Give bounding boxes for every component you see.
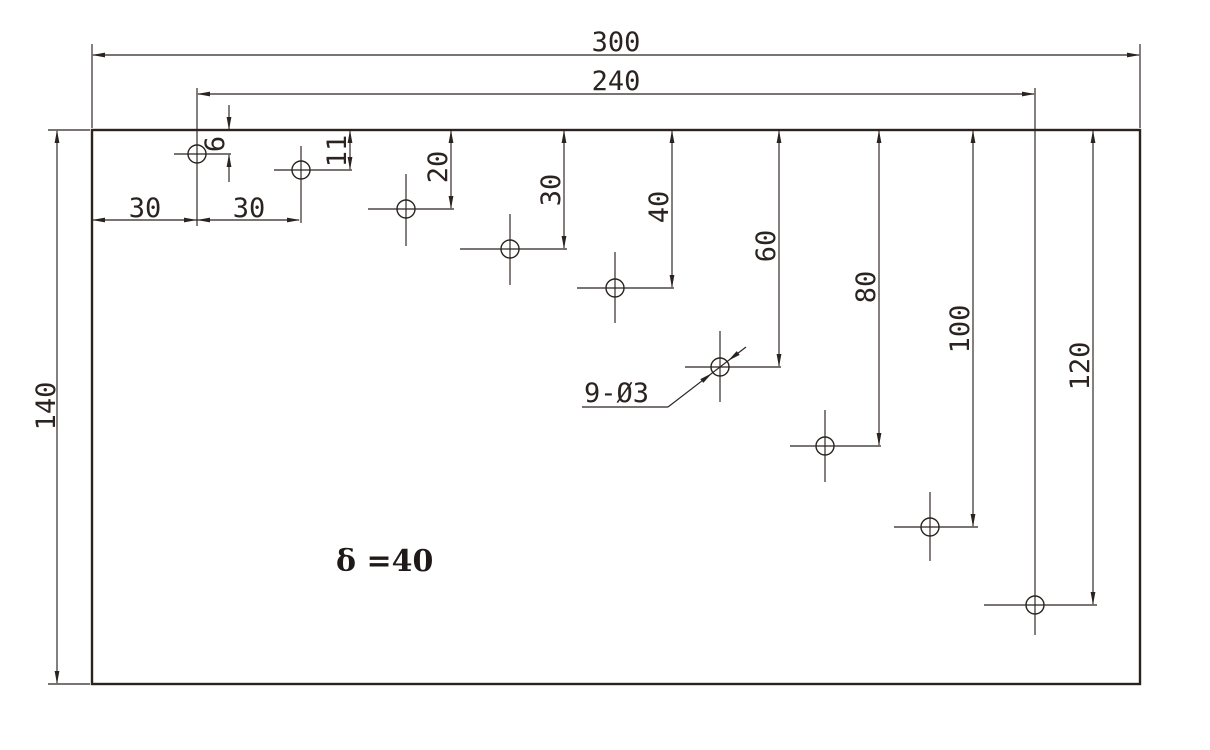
plate-outline: [90, 128, 1142, 686]
extension-lines: [48, 44, 1141, 685]
dim-30a-label: 30: [129, 193, 162, 224]
hole-1-circle: [187, 144, 207, 164]
dim-11-arrow-bottom: [347, 157, 353, 170]
dim-30a-arrow-right: [184, 217, 197, 223]
dim-240: 240: [197, 66, 1035, 97]
dim-30v-arrow-top: [561, 130, 567, 143]
hole-8-circle: [920, 517, 940, 537]
dim-depth-20: 20: [423, 130, 454, 209]
dim-60-arrow-bottom: [776, 354, 782, 367]
dim-80-label: 80: [851, 271, 882, 304]
dim-240-label: 240: [592, 66, 641, 97]
dim-11-label: 11: [322, 135, 353, 168]
hole-3-circle: [396, 199, 416, 219]
dim-140: 140: [31, 130, 62, 684]
dim-40-arrow-bottom: [669, 275, 675, 288]
dim-80-arrow-top: [876, 130, 882, 143]
dim-depth-60: 60: [751, 130, 782, 367]
dim-300-arrow-left: [92, 52, 105, 58]
dim-240-arrow-left: [197, 91, 210, 97]
dim-300-arrow-right: [1127, 52, 1140, 58]
dim-30b-label: 30: [233, 193, 266, 224]
hole-note-label: 9-Ø3: [584, 378, 649, 409]
dim-40-label: 40: [644, 191, 675, 224]
hole-9-circle: [1025, 595, 1045, 615]
hole-5-circle: [605, 278, 625, 298]
dim-30v-arrow-bottom: [561, 236, 567, 249]
dim-depth-40: 40: [644, 130, 675, 288]
dim-depth-6: 6: [200, 105, 232, 182]
dim-60-arrow-top: [776, 130, 782, 143]
leader-arrow-upper: [727, 351, 740, 361]
dim-30a-arrow-left: [92, 217, 105, 223]
dim-depth-120: 120: [1065, 130, 1096, 605]
dim-depth-30: 30: [536, 130, 567, 249]
hole-7-circle: [815, 436, 835, 456]
dim-100-label: 100: [945, 305, 976, 354]
dim-40-arrow-top: [669, 130, 675, 143]
dim-6-label: 6: [200, 136, 231, 152]
dim-120-label: 120: [1065, 342, 1096, 391]
dim-300: 300: [92, 27, 1140, 58]
dim-30b-arrow-left: [197, 217, 210, 223]
dim-20-arrow-bottom: [448, 196, 454, 209]
dim-300-label: 300: [592, 27, 641, 58]
dim-11-arrow-top: [347, 130, 353, 143]
hole-4-circle: [500, 239, 520, 259]
holes: [187, 144, 1045, 615]
hole-centerlines: [174, 146, 1097, 606]
thickness-note-label: δ =40: [336, 544, 433, 579]
dim-140-label: 140: [31, 382, 62, 431]
dim-30-spacings: 30 30: [92, 193, 300, 224]
hole-note-leader: 9-Ø3: [582, 346, 747, 409]
leader-arrow-lower: [700, 373, 713, 383]
dim-120-arrow-bottom: [1090, 592, 1096, 605]
dim-100-arrow-top: [970, 130, 976, 143]
dim-240-arrow-right: [1022, 91, 1035, 97]
dim-6-arrow-down: [226, 117, 232, 130]
hole-6-circle: [710, 357, 730, 377]
hole-2-circle: [291, 160, 311, 180]
dim-depth-11: 11: [322, 130, 353, 170]
dim-100-arrow-bottom: [970, 514, 976, 527]
dim-20-label: 20: [423, 151, 454, 184]
dim-20-arrow-top: [448, 130, 454, 143]
dim-120-arrow-top: [1090, 130, 1096, 143]
dim-depth-100: 100: [945, 130, 976, 527]
dim-30b-arrow-right: [287, 217, 300, 223]
dim-6-arrow-up: [226, 154, 232, 167]
dim-140-arrow-bottom: [54, 671, 60, 684]
dim-140-arrow-top: [54, 130, 60, 143]
dim-80-arrow-bottom: [876, 433, 882, 446]
dim-60-label: 60: [751, 230, 782, 263]
dim-depth-80: 80: [851, 130, 882, 446]
dim-30v-label: 30: [536, 174, 567, 207]
